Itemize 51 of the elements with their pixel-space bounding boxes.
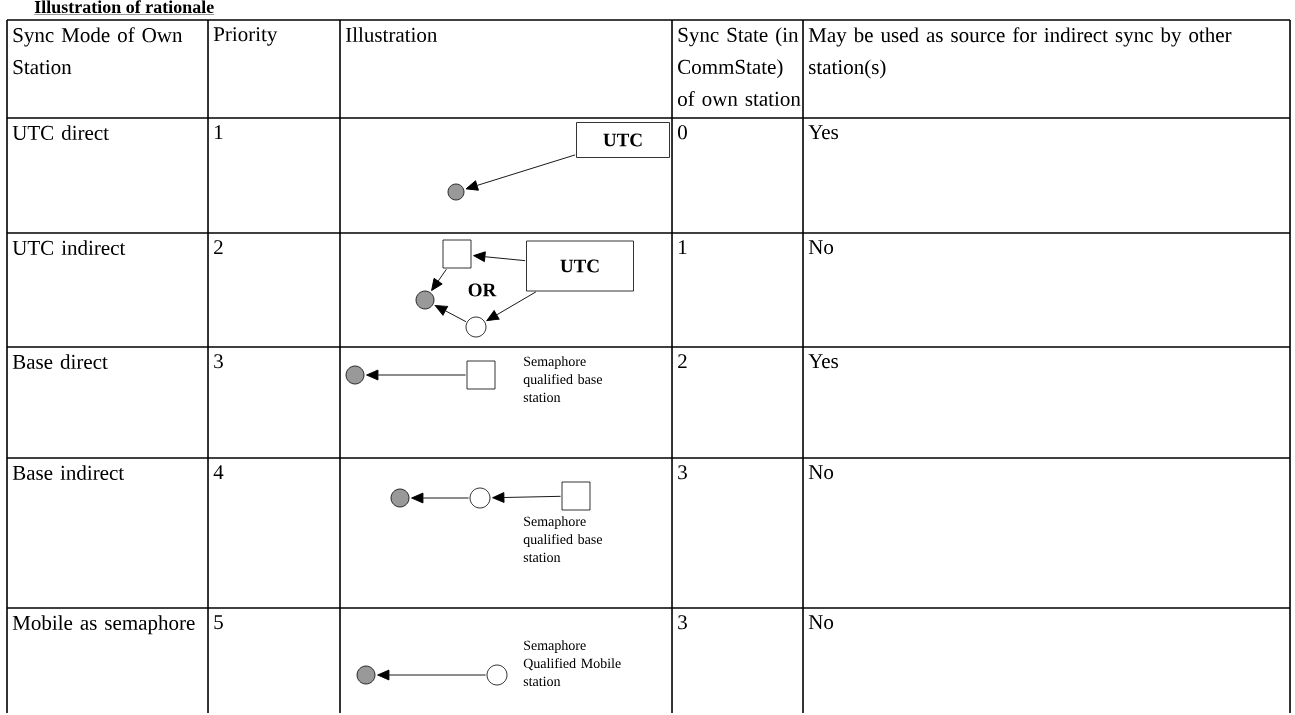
table-text: No [808, 615, 834, 630]
arrow [465, 154, 576, 191]
table-text: 3 [214, 354, 223, 369]
column-header: Sync Mode of Own Station [13, 27, 183, 75]
arrow [366, 369, 467, 381]
table-text: 1 [679, 240, 687, 255]
table-text: 3 [678, 465, 687, 480]
table-text: 3 [678, 615, 687, 630]
or-label: OR [466, 282, 498, 298]
arrow [377, 669, 487, 681]
station-circle [447, 183, 465, 201]
arrow [434, 304, 467, 323]
table-text: UTC indirect [12, 240, 126, 255]
arrow [411, 492, 470, 504]
station-square [442, 239, 472, 269]
station-circle [486, 664, 508, 686]
table-text: Mobile as semaphore [12, 615, 195, 635]
column-header: Sync State (in CommState) of own station [678, 27, 801, 106]
station-square [561, 481, 591, 511]
station-circle [390, 488, 410, 508]
arrow [473, 251, 526, 263]
table-text: Yes [808, 125, 838, 140]
station-circle [356, 665, 376, 685]
utc-box: UTC [576, 122, 670, 158]
table-text: 1 [215, 125, 223, 140]
station-circle [415, 290, 435, 310]
arrow [431, 268, 447, 291]
column-header: Priority [213, 27, 278, 46]
table-text: 4 [213, 465, 224, 480]
table-text: 2 [678, 354, 687, 369]
table-text: 5 [214, 615, 223, 630]
column-header: May be used as source for indirect sync by other station(s) [808, 27, 1232, 79]
table-text: No [808, 465, 834, 480]
table-text: No [808, 240, 834, 255]
station-caption: Semaphore Qualified Mobile station [523, 640, 621, 687]
table-text: Base direct [12, 354, 108, 369]
table-text: Base indirect [12, 465, 125, 480]
table-text: 2 [214, 240, 223, 255]
station-caption: Semaphore qualified base station [523, 516, 603, 563]
table-text: UTC direct [12, 125, 109, 140]
station-circle [469, 487, 491, 509]
station-caption: Semaphore qualified base station [523, 356, 603, 403]
arrow [486, 291, 537, 322]
column-header: Illustration [345, 27, 438, 42]
utc-box: UTC [526, 240, 634, 292]
title: Illustration of rationale [34, 0, 215, 15]
station-circle [345, 365, 365, 385]
table-text: Yes [808, 354, 838, 369]
arrow [492, 492, 562, 503]
station-square [466, 360, 496, 390]
station-circle [465, 316, 487, 338]
